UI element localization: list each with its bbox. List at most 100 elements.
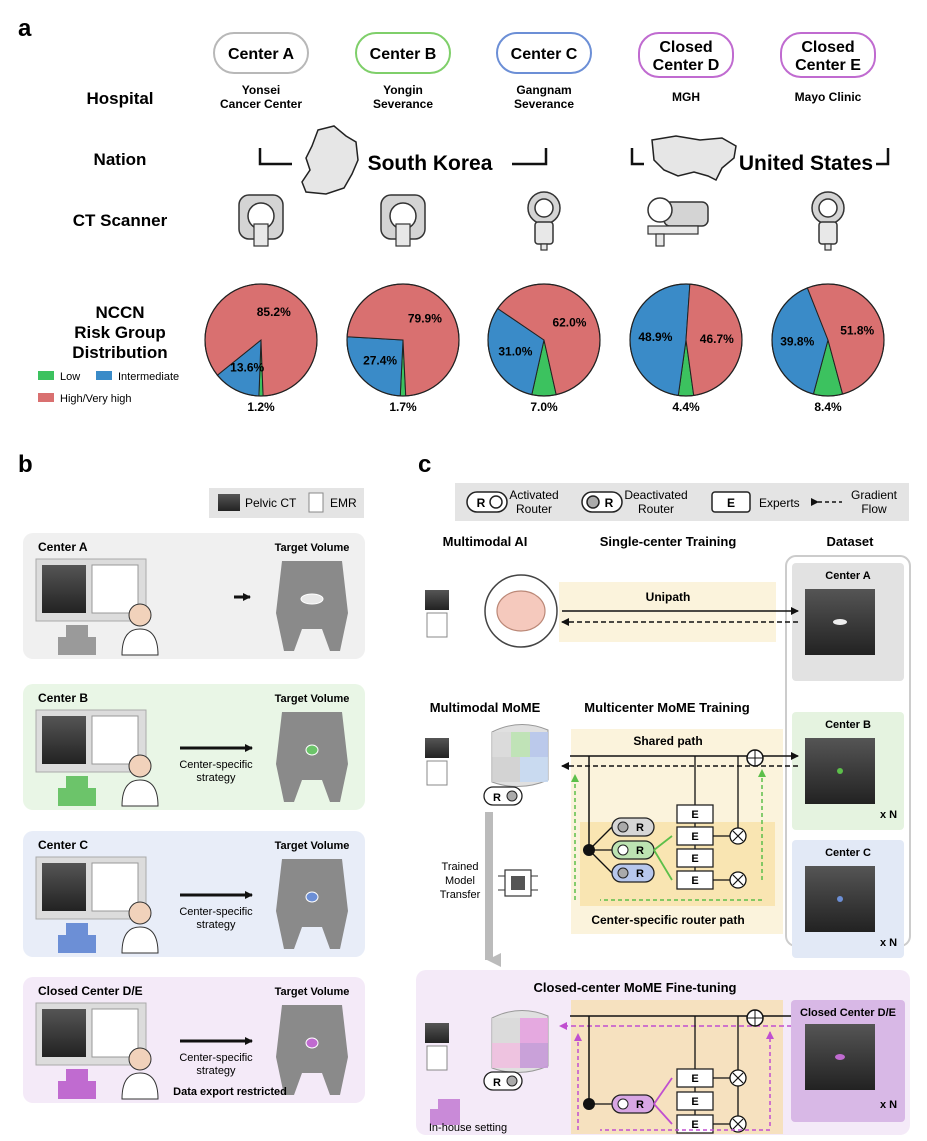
pie-outline (204, 283, 318, 397)
strategy-label-2: strategy (196, 1065, 236, 1077)
legend-gradient-2: Flow (861, 502, 887, 516)
dataset-count: x N (880, 1099, 897, 1111)
pelvis-body-icon (276, 561, 348, 651)
router-r-text: R (605, 496, 614, 510)
expert-icon (676, 848, 714, 868)
ct-thumbnail-icon (425, 590, 449, 610)
dataset-card: Center Bx N (792, 712, 904, 830)
hospital-icon (66, 923, 88, 953)
active-route-link (653, 835, 673, 881)
pie-label: 27.4% (363, 354, 397, 368)
expert-e-text: E (691, 1073, 698, 1085)
expert-e-text: E (691, 1119, 698, 1131)
pelvis-body-icon (276, 859, 348, 949)
hospital-wing-icon (88, 1081, 96, 1099)
dataset-card: Center Cx N (792, 840, 904, 958)
router-toggle-icon (617, 821, 629, 833)
legend-high-text: High/Very high (60, 393, 132, 405)
pie-legend: Low Intermediate High/Very high (38, 371, 179, 405)
ct-thumbnail-icon (425, 738, 449, 758)
target-marker (837, 896, 843, 902)
expert-e-text: E (691, 875, 698, 887)
legend-activated-2: Router (516, 502, 552, 516)
row-label-nccn-2: Risk Group (74, 323, 166, 342)
ct-scanners (238, 191, 845, 251)
expert-e-text: E (691, 853, 698, 865)
target-marker (837, 768, 843, 774)
unipath-band (559, 582, 776, 642)
hospital-icon (66, 1069, 88, 1099)
transfer-label-1: Trained (442, 861, 479, 873)
legend-gradient-1: Gradient (851, 488, 898, 502)
target-volume-label: Target Volume (275, 986, 350, 998)
router-path-label: Center-specific router path (591, 913, 744, 927)
pelvis-body-icon (276, 1005, 348, 1095)
hospital-a-2: Cancer Center (220, 97, 302, 111)
pie-label: 48.9% (638, 330, 672, 344)
router-toggle-icon (617, 844, 629, 856)
router-toggle-icon (617, 867, 629, 879)
panel-c-legend: R Activated Router R Deactivated Router … (455, 483, 909, 521)
pie-label: 79.9% (408, 311, 442, 325)
multiply-glyph (732, 1072, 744, 1084)
badge-center-d (638, 32, 734, 78)
pie-label: 62.0% (552, 316, 586, 330)
legend-deactivated-1: Deactivated (624, 488, 687, 502)
nation-south-korea: South Korea (368, 152, 493, 175)
dataset-name: Closed Center D/E (800, 1007, 896, 1019)
center-badges: Center A Center B Center C Closed Center… (213, 32, 876, 78)
strategy-label-1: Center-specific (179, 906, 253, 918)
badge-center-d-text-1: Closed (659, 39, 712, 56)
target-volume-marker (300, 593, 324, 605)
pie-label: 39.8% (780, 335, 814, 349)
emr-thumbnail-icon (426, 1045, 448, 1071)
pie-label-low: 1.7% (389, 400, 417, 414)
doctor-coat-icon (121, 779, 159, 807)
legend-low-swatch (38, 371, 54, 380)
dataset-card: Center A (792, 563, 904, 681)
transfer-label-2: Model (445, 875, 475, 887)
nccn-pie-charts: 13.6%85.2%1.2%27.4%79.9%1.7%31.0%62.0%7.… (204, 283, 885, 414)
expert-icon (711, 491, 751, 513)
strategy-label-2: strategy (196, 919, 236, 931)
router-toggle-icon (506, 790, 518, 802)
pie-label: 31.0% (498, 344, 532, 358)
badge-center-a-text: Center A (228, 46, 295, 63)
chip-icon (498, 869, 538, 897)
pie-outline (487, 283, 601, 397)
emr-doc-icon (91, 1008, 139, 1058)
transfer-label-3: Transfer (440, 889, 481, 901)
expert-icon (676, 1091, 714, 1111)
strategy-label-2: strategy (196, 772, 236, 784)
pie-label: 46.7% (700, 332, 734, 346)
ct-scanner-icon (238, 194, 284, 247)
emr-doc-icon (91, 862, 139, 912)
hospital-a-1: Yonsei (242, 83, 280, 97)
legend-low-text: Low (60, 371, 80, 383)
target-volume-marker (305, 744, 319, 756)
panel-a-label: a (18, 15, 32, 42)
target-marker (835, 1054, 845, 1060)
row-label-nccn-3: Distribution (72, 343, 167, 362)
ct-image-icon (42, 565, 86, 613)
dataset-card-closed: Closed Center D/E x N (791, 1000, 905, 1122)
router-r-text: R (493, 792, 501, 804)
row-label-nccn-1: NCCN (95, 303, 144, 322)
legend-pelvic-ct: Pelvic CT (245, 496, 297, 510)
hospital-wing-icon (88, 788, 96, 806)
row-label-ct-scanner: CT Scanner (73, 211, 168, 230)
hospital-c-2: Severance (514, 97, 574, 111)
doctor-coat-icon (121, 1072, 159, 1100)
hospital-wing-icon (58, 788, 66, 806)
router-toggle-icon (617, 1098, 629, 1110)
badge-center-b-text: Center B (370, 46, 437, 63)
inhouse-hospital-icon (430, 1099, 460, 1125)
title-single-center: Single-center Training (600, 534, 737, 549)
strategy-label-1: Center-specific (179, 1052, 253, 1064)
row-label-nation: Nation (94, 150, 147, 169)
badge-center-e-text-1: Closed (801, 39, 854, 56)
badge-center-c-text: Center C (511, 46, 578, 63)
